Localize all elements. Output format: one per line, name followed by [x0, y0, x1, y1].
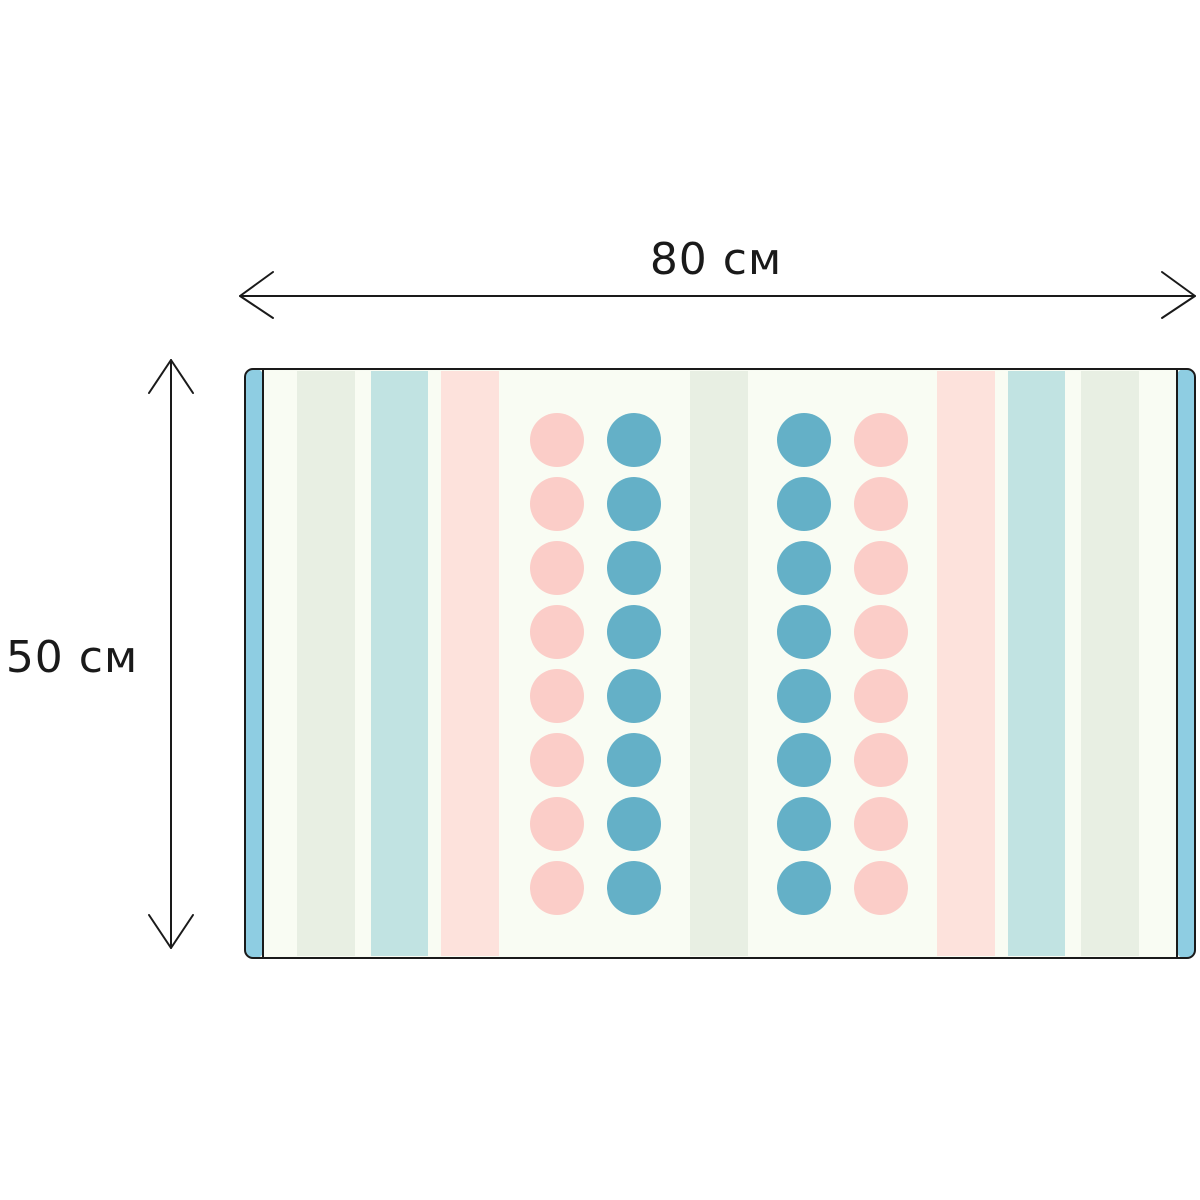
- dot-teal: [777, 797, 831, 851]
- width-label: 80 см: [650, 234, 782, 285]
- dot-teal: [607, 541, 661, 595]
- dot-teal: [777, 733, 831, 787]
- dot-teal: [607, 413, 661, 467]
- dot-pink: [854, 861, 908, 915]
- dot-teal: [607, 477, 661, 531]
- dot-columns: [530, 413, 908, 915]
- dot-pink: [854, 669, 908, 723]
- dot-teal: [607, 861, 661, 915]
- dot-teal: [607, 605, 661, 659]
- dot-pink: [530, 413, 584, 467]
- stripe-sage: [297, 371, 355, 956]
- double-arrow-horizontal-icon: [239, 271, 1196, 319]
- dot-teal: [777, 861, 831, 915]
- dot-pink: [530, 541, 584, 595]
- dot-teal: [777, 477, 831, 531]
- stripe-aqua: [371, 371, 428, 956]
- dot-pink: [854, 541, 908, 595]
- stripe-peach: [937, 371, 995, 956]
- height-label: 50 см: [6, 632, 138, 683]
- left-edge-band: [245, 369, 263, 958]
- stripe-aqua: [1008, 371, 1065, 956]
- dot-pink: [854, 477, 908, 531]
- dot-teal: [777, 669, 831, 723]
- dot-pink: [854, 413, 908, 467]
- double-arrow-vertical-icon: [148, 359, 194, 949]
- stripe-sage: [1081, 371, 1139, 956]
- dot-pink: [530, 669, 584, 723]
- dot-pink: [530, 605, 584, 659]
- dot-teal: [777, 605, 831, 659]
- dot-pink: [854, 797, 908, 851]
- stripes: [297, 371, 1139, 956]
- dot-pink: [530, 733, 584, 787]
- dot-teal: [607, 733, 661, 787]
- width-dimension: 80 см: [239, 234, 1196, 319]
- dot-teal: [777, 413, 831, 467]
- dot-teal: [607, 797, 661, 851]
- stripe-sage: [690, 371, 748, 956]
- dot-pink: [854, 733, 908, 787]
- dot-pink: [530, 861, 584, 915]
- height-dimension: 50 см: [6, 359, 194, 949]
- stripe-peach: [441, 371, 499, 956]
- dot-pink: [530, 477, 584, 531]
- dot-teal: [607, 669, 661, 723]
- right-edge-band: [1177, 369, 1195, 958]
- dot-pink: [530, 797, 584, 851]
- dot-teal: [777, 541, 831, 595]
- mat-outline: [244, 368, 1196, 959]
- mat: [244, 368, 1196, 959]
- dot-pink: [854, 605, 908, 659]
